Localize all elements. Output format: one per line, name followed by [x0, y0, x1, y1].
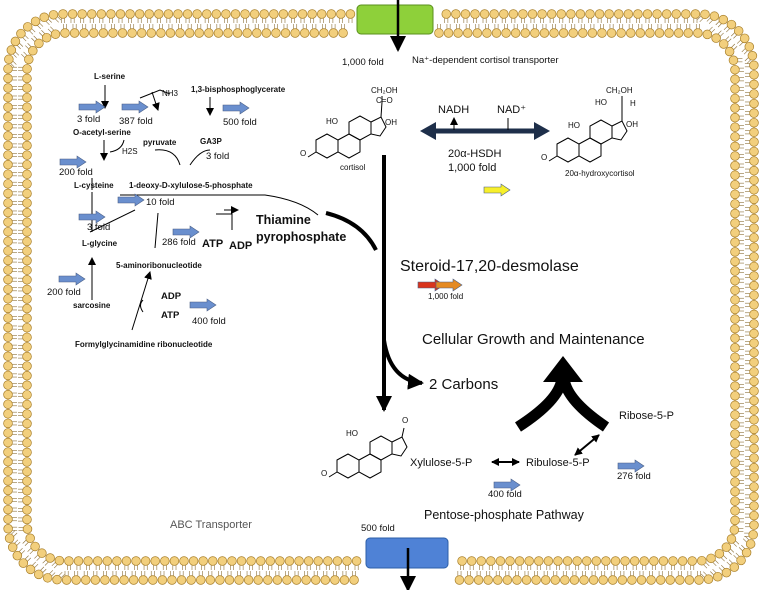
two-carbons-arrow [382, 339, 424, 390]
ribulose-label: Ribulose-5-P [526, 457, 590, 469]
fold-400a-label: 400 fold [192, 316, 226, 327]
cortisol-label: cortisol [340, 163, 366, 172]
fold-arrow-400a [189, 298, 217, 312]
fold-286-label: 286 fold [162, 237, 196, 248]
fold-arrow-200a [59, 155, 87, 169]
hsdh-label: 20α-HSDH [448, 148, 502, 160]
nad-label: NAD⁺ [497, 104, 527, 116]
atp-label-1: ATP [202, 238, 224, 250]
l-cysteine-label: L-cysteine [74, 181, 114, 190]
hsdh-arrowhead-right [534, 122, 550, 140]
atp-label-2: ATP [161, 310, 180, 321]
cortisol-ch2oh: CH₂OH [371, 86, 398, 95]
cortisol-oh: OH [385, 118, 397, 127]
cortisol-o: O [300, 149, 307, 158]
dxp-label: 1-deoxy-D-xylulose-5-phosphate [129, 181, 253, 190]
two-carbons-label: 2 Carbons [429, 376, 499, 393]
cell-membrane [3, 9, 759, 585]
hc-h: H [630, 99, 636, 108]
andro-o: O [321, 469, 328, 478]
fold-3a-label: 3 fold [77, 114, 101, 125]
abc-transporter-fold: 500 fold [361, 523, 395, 534]
fold-200b-label: 200 fold [47, 287, 81, 298]
o-acetyl-serine-label: O-acetyl-serine [73, 128, 131, 137]
desmolase-fold-label: 1,000 fold [428, 292, 464, 301]
fold-10-label: 10 fold [146, 197, 175, 208]
thiamine-pathway-lines [88, 85, 319, 331]
fold-arrow-400b [493, 478, 521, 492]
thiamine-to-desmolase-arrow [325, 211, 378, 251]
l-glycine-label: L-glycine [82, 239, 118, 248]
fold-arrow-286 [172, 225, 200, 239]
adp-label-1: ADP [229, 240, 253, 252]
cortisol-structure [307, 96, 387, 159]
ppp-title: Pentose-phosphate Pathway [424, 508, 584, 522]
growth-title: Cellular Growth and Maintenance [422, 331, 645, 348]
hc-ch2oh: CH₂OH [606, 86, 633, 95]
fold-arrow-10 [117, 193, 145, 207]
desmolase-label: Steroid-17,20-desmolase [400, 258, 579, 275]
hc-ho: HO [595, 98, 607, 107]
andro-o-top: O [402, 416, 409, 425]
fold-3b-label: 3 fold [206, 151, 230, 162]
nadh-label: NADH [438, 104, 470, 116]
hsdh-fold-label: 1,000 fold [448, 162, 497, 174]
desmolase-orange-arrow [435, 278, 463, 292]
fold-276-label: 276 fold [617, 471, 651, 482]
h2s-label: H2S [122, 147, 138, 156]
fold-arrow-200b [58, 272, 86, 286]
fold-arrow-500 [222, 101, 250, 115]
fold-arrow-276 [617, 459, 645, 473]
growth-arrow [515, 356, 610, 432]
na-cortisol-transporter [356, 4, 434, 35]
l-serine-label: L-serine [94, 72, 126, 81]
top-transporter-fold: 1,000 fold [342, 57, 384, 68]
fold-change-arrows [58, 100, 645, 492]
hsdh-yellow-arrow [483, 183, 511, 197]
thiamine-label: Thiamine pyrophosphate [256, 213, 347, 244]
hydroxycortisol-label: 20α-hydroxycortisol [565, 169, 635, 178]
hc-oh: OH [626, 120, 638, 129]
fold-arrow-387 [121, 100, 149, 114]
ribulose-ribose-arrow [574, 434, 600, 456]
hsdh-arrowhead-left [420, 122, 436, 140]
fold-arrow-3a [78, 100, 106, 114]
fold-arrow-3c [78, 210, 106, 224]
androstenedione-structure [328, 427, 408, 479]
fold-200a-label: 200 fold [59, 167, 93, 178]
air-label: 5-aminoribonucleotide [116, 261, 202, 270]
ga3p-label: GA3P [200, 137, 222, 146]
hc-o: O [541, 153, 548, 162]
hc-ho-ring: HO [568, 121, 580, 130]
cortisol-co: C=O [376, 96, 393, 105]
hydroxycortisol-structure [548, 96, 628, 163]
fold-500-label: 500 fold [223, 117, 257, 128]
fgar-label: Formylglycinamidine ribonucleotide [75, 340, 213, 349]
andro-ho: HO [346, 429, 358, 438]
adp-label-2: ADP [161, 291, 182, 302]
fold-400b-label: 400 fold [488, 489, 522, 500]
ribose-label: Ribose-5-P [619, 410, 675, 422]
xylulose-label: Xylulose-5-P [410, 457, 473, 469]
cortisol-ho: HO [326, 117, 338, 126]
fold-387-label: 387 fold [119, 116, 153, 127]
bpg-label: 1,3-bisphosphoglycerate [191, 85, 286, 94]
nh3-label: NH3 [162, 89, 179, 98]
pyruvate-label: pyruvate [143, 138, 177, 147]
sarcosine-label: sarcosine [73, 301, 111, 310]
top-transporter-name: Na⁺-dependent cortisol transporter [412, 55, 559, 66]
abc-transporter-label: ABC Transporter [170, 519, 252, 531]
fold-3c-label: 3 fold [87, 222, 111, 233]
